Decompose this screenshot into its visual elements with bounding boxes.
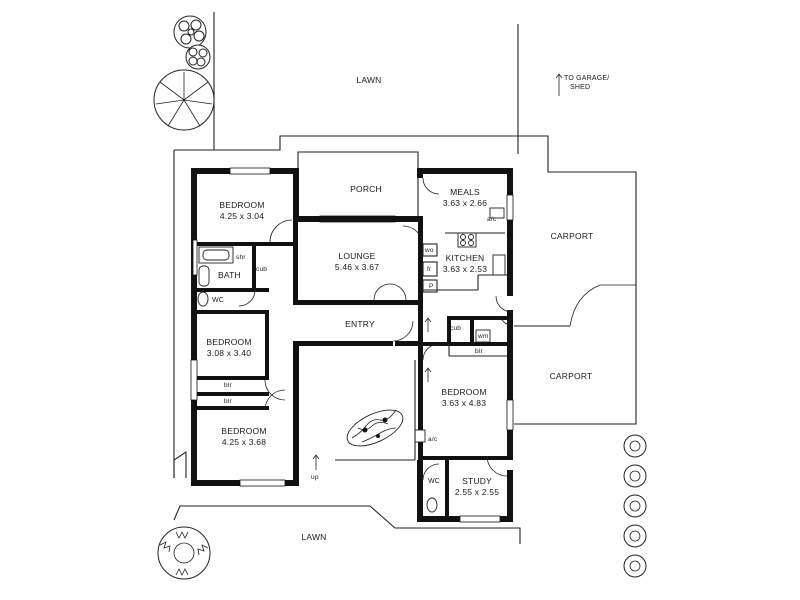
washing-machine-label: wm <box>477 333 489 340</box>
to-garage-label-2: SHED <box>570 84 590 91</box>
boundary-line <box>514 330 637 425</box>
cupboard-label: cub <box>256 266 267 273</box>
tree-icon <box>157 526 211 580</box>
bedroom-4-name: BEDROOM <box>441 387 486 397</box>
wc-2-name: WC <box>428 478 440 485</box>
cupboard-label: cub <box>450 325 461 332</box>
shrub-row <box>623 434 647 578</box>
shower-label: shr <box>236 254 246 261</box>
ac-unit <box>489 207 505 219</box>
built-in-robe-label: blr <box>224 398 232 405</box>
fixture-labels: shr cub cub blr blr blr a/c a/c wo fr P … <box>224 216 497 443</box>
room-labels: LAWN TO GARAGE/ SHED CARPORT CARPORT LAW… <box>206 75 609 542</box>
lounge-name: LOUNGE <box>338 251 375 261</box>
up-label: up <box>311 474 319 481</box>
built-in-robe-label: blr <box>475 348 483 355</box>
fridge-label: fr <box>427 266 432 273</box>
built-in-robe-label: blr <box>224 382 232 389</box>
toilet <box>197 291 209 307</box>
meals-dims: 3.63 x 2.66 <box>443 198 487 208</box>
porch-label: PORCH <box>350 184 382 194</box>
stove <box>457 232 477 248</box>
bedroom-4-dims: 3.63 x 4.83 <box>442 398 486 408</box>
washing-machine <box>475 329 491 343</box>
kitchen-fixture-boxes <box>422 243 438 293</box>
boundary-line <box>173 450 187 478</box>
bedroom-2-dims: 3.08 x 3.40 <box>207 348 251 358</box>
lounge-dims: 5.46 x 3.67 <box>335 262 379 272</box>
bedroom-1-name: BEDROOM <box>219 200 264 210</box>
fixtures <box>197 73 563 513</box>
tree-icon <box>173 15 207 49</box>
bedroom-3-name: BEDROOM <box>221 426 266 436</box>
exterior-walls <box>190 167 514 523</box>
study-dims: 2.55 x 2.55 <box>455 487 499 497</box>
bedroom-1-dims: 4.25 x 3.04 <box>220 211 264 221</box>
wall-oven-label: wo <box>424 247 434 254</box>
sink <box>492 254 506 276</box>
interior-walls <box>197 215 513 522</box>
lawn-top-label: LAWN <box>356 75 381 85</box>
rug-icon <box>346 409 404 447</box>
trees <box>153 15 647 580</box>
site-boundaries <box>173 12 637 544</box>
bedroom-2-name: BEDROOM <box>206 337 251 347</box>
lawn-edge <box>173 505 521 544</box>
carport-bottom-label: CARPORT <box>550 371 593 381</box>
ac-label: a/c <box>487 216 497 223</box>
toilet <box>426 497 438 513</box>
ac-unit <box>414 429 426 443</box>
meals-name: MEALS <box>450 187 480 197</box>
wc-1-name: WC <box>212 297 224 304</box>
tree-icon <box>185 44 211 70</box>
kitchen-dims: 3.63 x 2.53 <box>443 264 487 274</box>
carport-arc <box>569 284 636 327</box>
lawn-bottom-label: LAWN <box>301 532 326 542</box>
boundary-line <box>174 135 637 330</box>
carport-top-label: CARPORT <box>551 231 594 241</box>
pantry-label: P <box>429 283 434 290</box>
bedroom-3-dims: 4.25 x 3.68 <box>222 437 266 447</box>
basin <box>198 265 210 287</box>
kitchen-name: KITCHEN <box>446 253 485 263</box>
tree-icon <box>153 69 215 131</box>
to-garage-label: TO GARAGE/ <box>564 75 609 82</box>
bath-name: BATH <box>218 270 241 280</box>
ac-label: a/c <box>428 436 438 443</box>
doors <box>238 177 513 481</box>
study-name: STUDY <box>462 476 492 486</box>
entry-label: ENTRY <box>345 319 375 329</box>
